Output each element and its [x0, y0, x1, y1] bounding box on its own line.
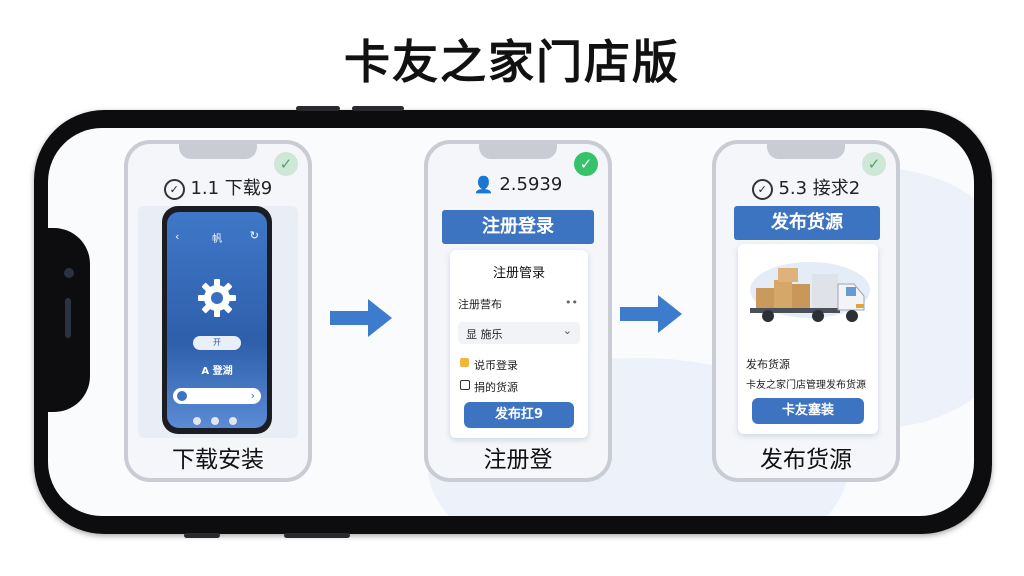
login-button[interactable]: A 登湖: [201, 366, 233, 377]
info-line: 卡友之家门店管理发布货源: [746, 380, 866, 391]
step-caption: 下载安装: [172, 447, 264, 473]
volume-button-2: [352, 106, 404, 111]
star-icon: [460, 358, 469, 367]
option-row-1[interactable]: 说币登录: [458, 356, 580, 372]
check-icon: ✓: [274, 152, 298, 176]
publish-card: 发布货源 卡友之家门店管理发布货源 卡友塞装: [738, 244, 878, 434]
refresh-icon[interactable]: ↻: [249, 229, 259, 242]
check-circle-icon: ✓: [163, 178, 185, 200]
side-button: [184, 533, 220, 538]
card-title: 注册管录: [492, 266, 545, 281]
banner: 注册登录: [442, 210, 594, 244]
option-row-2[interactable]: 捐的货源: [458, 378, 580, 394]
select-field[interactable]: 显 施乐 ⌄: [458, 322, 580, 344]
step-label: 👤 2.5939: [473, 174, 563, 195]
arrow-right-icon: [330, 299, 392, 337]
check-circle-icon: ✓: [751, 178, 773, 200]
arrow-right-icon: [620, 295, 682, 333]
check-icon: ✓: [862, 152, 886, 176]
info-title: 发布货源: [746, 358, 790, 371]
step-phone-download: ✓ ✓ 1.1 下载9 ‹ 帆 ↻: [124, 140, 312, 482]
field-trail: ••: [565, 296, 578, 309]
arrow-icon[interactable]: ›: [250, 389, 255, 402]
step-label: ✓ 5.3 接求2: [716, 174, 896, 200]
register-card: 注册管录 注册营布 •• 显 施乐 ⌄ 说币登录 捐的货源 发布扛9: [450, 250, 588, 438]
submit-button[interactable]: 发布扛9: [464, 402, 574, 428]
camera-notch: [34, 228, 90, 412]
check-icon: ✓: [574, 152, 598, 176]
chevron-down-icon: ⌄: [562, 324, 572, 337]
step-caption: 注册登: [483, 447, 553, 473]
publish-button[interactable]: 卡友塞装: [752, 398, 864, 424]
speaker-grille: [65, 298, 71, 338]
banner: 发布货源: [734, 206, 880, 240]
inner-nav-bar: ›: [173, 388, 261, 404]
volume-button: [296, 106, 340, 111]
back-icon[interactable]: ‹: [175, 230, 180, 243]
box-icon: [460, 380, 470, 390]
camera-icon: [64, 268, 74, 278]
user-icon: 👤: [473, 175, 494, 194]
step-phone-publish: ✓ ✓ 5.3 接求2 发布货源 发布货源 卡友之家门店管理发布: [712, 140, 900, 482]
dot-row: [193, 410, 243, 425]
circle-icon: [177, 391, 187, 401]
inner-phone: ‹ 帆 ↻: [162, 206, 272, 434]
inner-header: 帆: [212, 234, 222, 245]
power-button: [284, 533, 350, 538]
field-label: 注册营布: [458, 298, 502, 311]
step-phone-register: ✓ 👤 2.5939 注册登录 注册管录 注册营布 •• 显 施乐 ⌄ 说币登录…: [424, 140, 612, 482]
step-caption: 发布货源: [760, 447, 852, 473]
gear-button[interactable]: 开: [193, 336, 241, 350]
step-label: ✓ 1.1 下载9: [128, 174, 308, 200]
page-title: 卡友之家门店版: [344, 35, 680, 89]
gear-icon: [195, 276, 239, 320]
truck-icon: [748, 260, 872, 330]
